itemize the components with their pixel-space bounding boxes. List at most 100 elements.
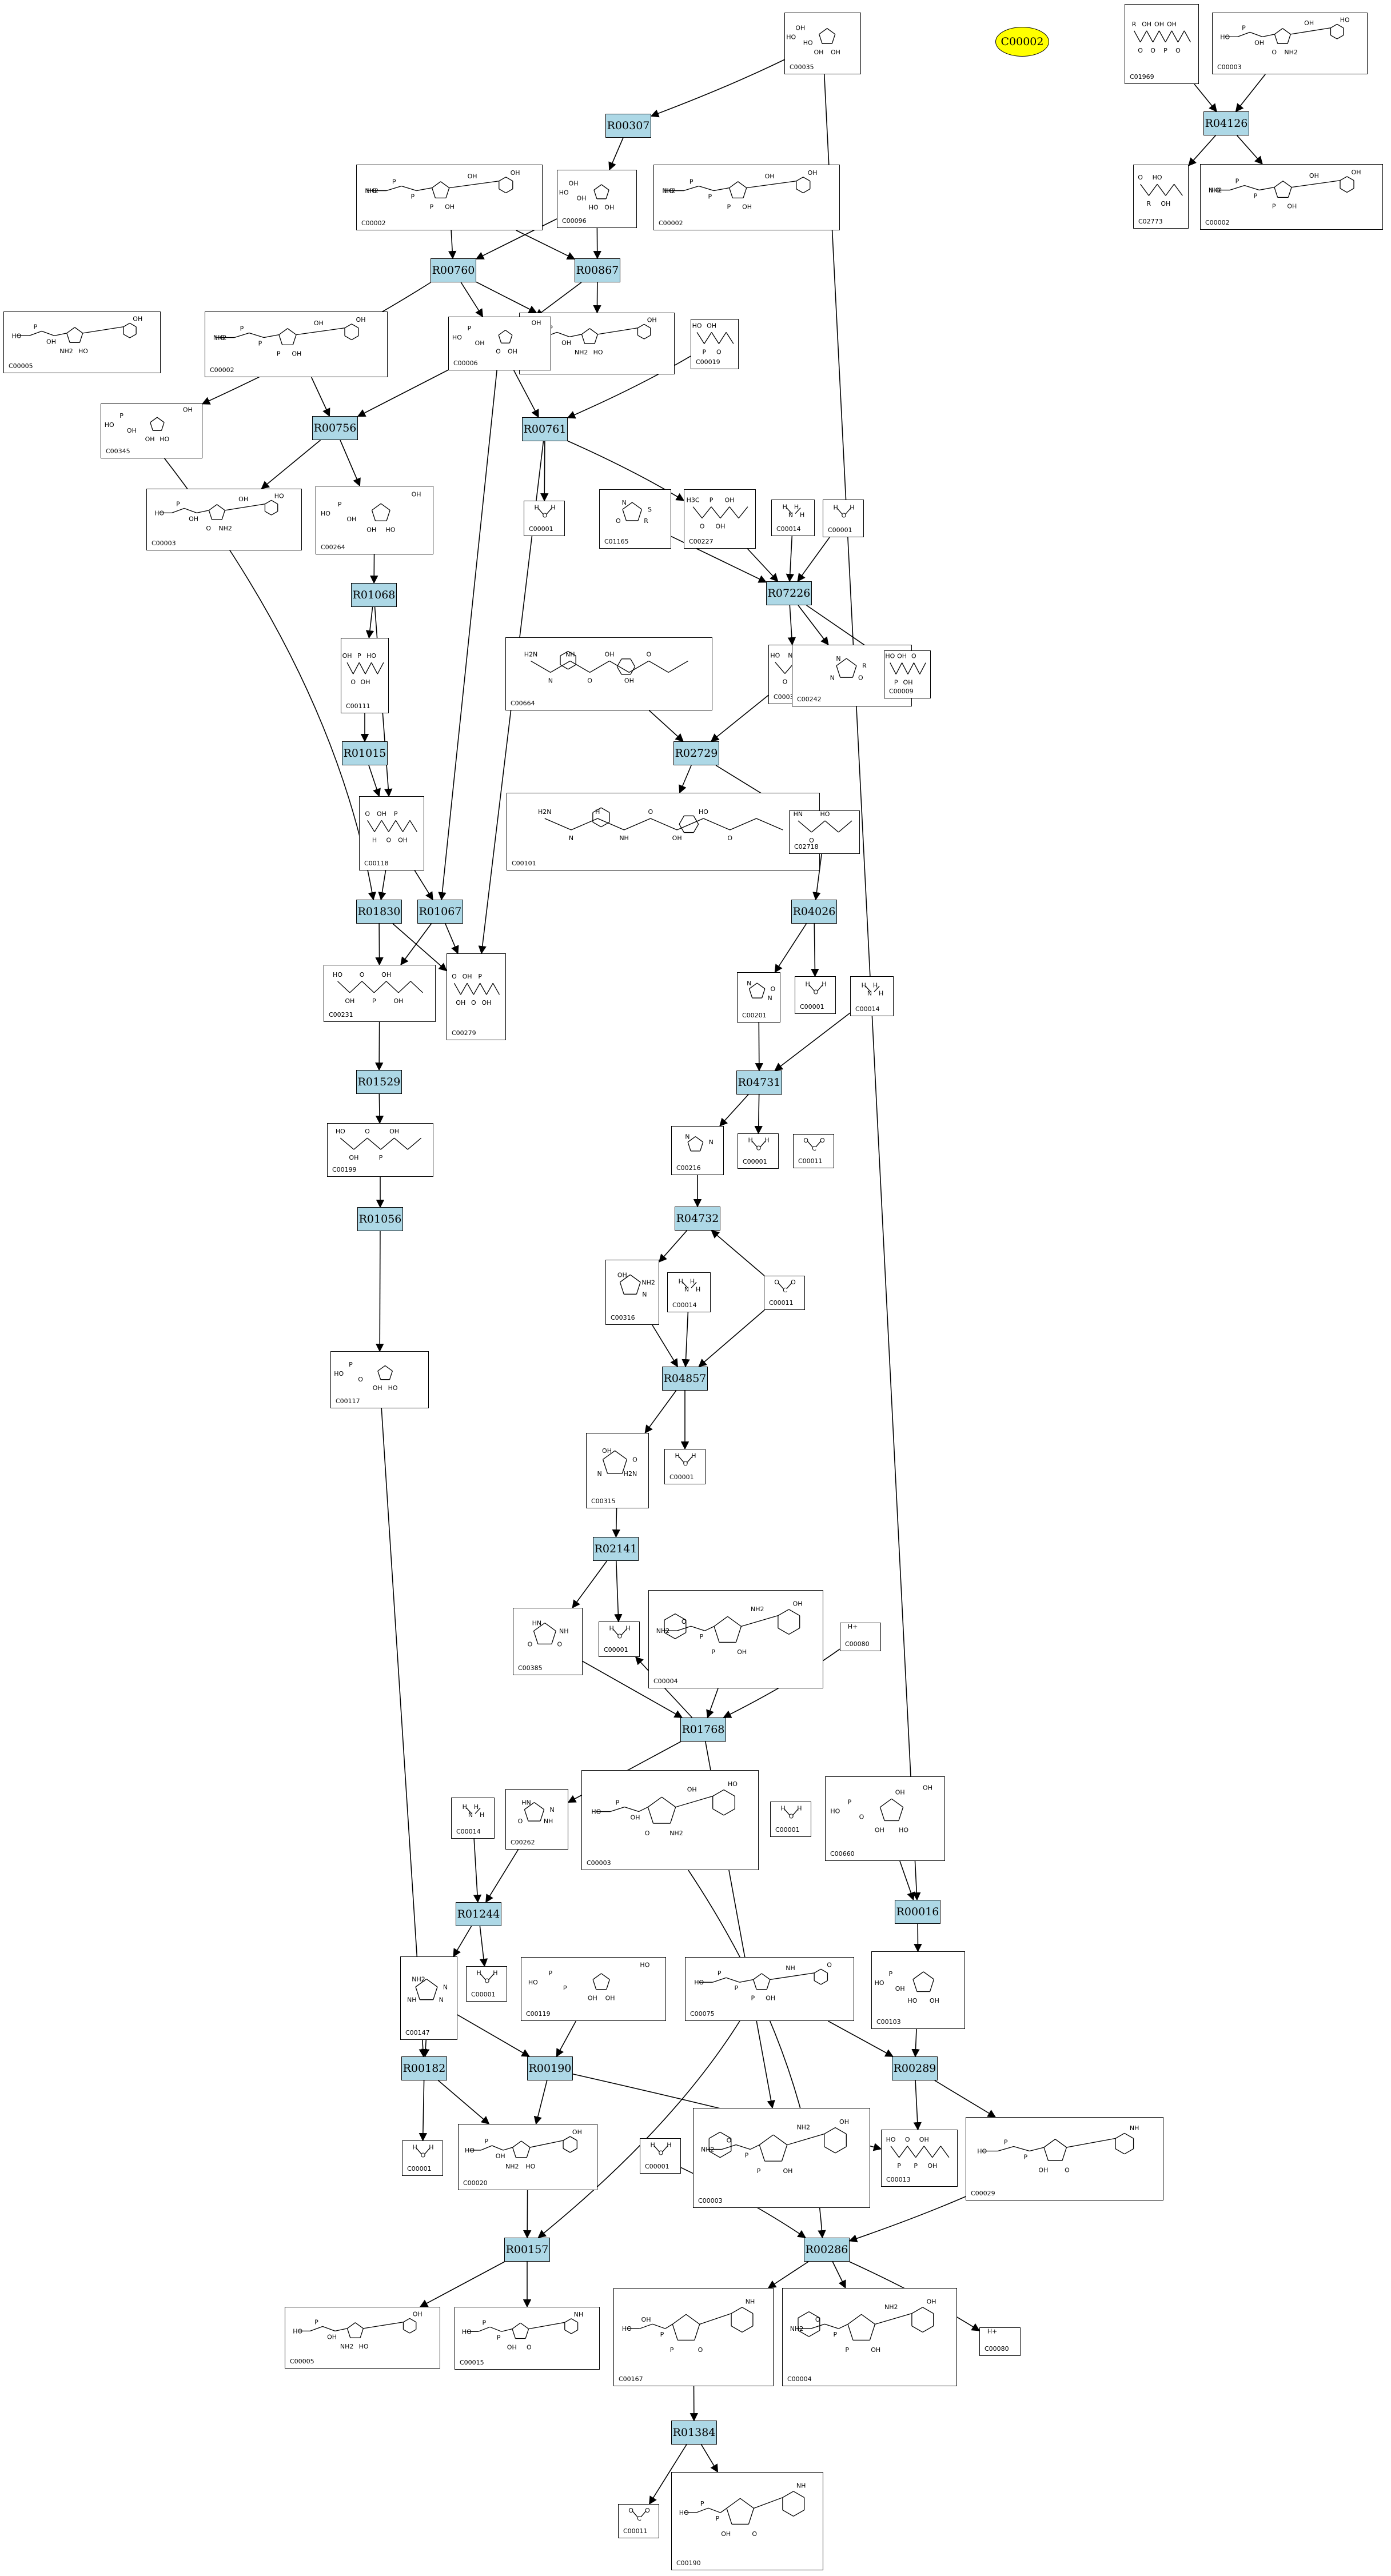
reaction-node-r04731[interactable]: R04731 — [736, 1071, 782, 1095]
reaction-node-r00289[interactable]: R00289 — [892, 2056, 938, 2080]
reaction-node-r00867[interactable]: R00867 — [575, 258, 620, 282]
reaction-node-r01384[interactable]: R01384 — [671, 2421, 717, 2445]
reaction-node-r01067[interactable]: R01067 — [417, 900, 463, 924]
reaction-node-r00307[interactable]: R00307 — [605, 114, 651, 138]
svg-text:HO: HO — [78, 348, 88, 355]
reaction-node-r02729[interactable]: R02729 — [673, 741, 719, 765]
reaction-node-r04732[interactable]: R04732 — [675, 1207, 720, 1231]
reaction-node-r01068[interactable]: R01068 — [351, 583, 397, 607]
reaction-node-r04126[interactable]: R04126 — [1203, 111, 1249, 135]
reaction-node-r04857[interactable]: R04857 — [662, 1367, 708, 1391]
reaction-node-r01015[interactable]: R01015 — [342, 741, 388, 765]
reaction-node-r04026[interactable]: R04026 — [791, 900, 837, 924]
compound-node-c00080[interactable]: H+C00080 — [840, 1623, 881, 1651]
compound-node-c00080[interactable]: H+C00080 — [979, 2327, 1021, 2356]
reaction-node-r01244[interactable]: R01244 — [456, 1902, 501, 1926]
highlighted-compound-ellipse[interactable]: C00002 — [995, 27, 1049, 57]
reaction-node-r07226[interactable]: R07226 — [766, 581, 812, 605]
reaction-node-r01529[interactable]: R01529 — [356, 1070, 402, 1094]
reaction-node-r01830[interactable]: R01830 — [356, 900, 402, 924]
reaction-node-r01768[interactable]: R01768 — [680, 1718, 726, 1742]
svg-text:HO: HO — [1220, 33, 1230, 41]
reaction-node-r02141[interactable]: R02141 — [593, 1537, 639, 1561]
reaction-node-r00760[interactable]: R00760 — [431, 258, 476, 282]
reaction-node-r00157[interactable]: R00157 — [504, 2238, 550, 2262]
reaction-node-r00190[interactable]: R00190 — [527, 2056, 573, 2080]
reaction-node-r00761[interactable]: R00761 — [522, 417, 568, 441]
reaction-node-r00016[interactable]: R00016 — [895, 1900, 940, 1924]
reaction-node-r01056[interactable]: R01056 — [357, 1207, 403, 1231]
reaction-node-r00286[interactable]: R00286 — [804, 2238, 850, 2262]
reaction-node-r00182[interactable]: R00182 — [401, 2056, 447, 2080]
reaction-node-r00756[interactable]: R00756 — [312, 416, 358, 440]
edge-r04026-to-c00001 — [811, 923, 819, 977]
